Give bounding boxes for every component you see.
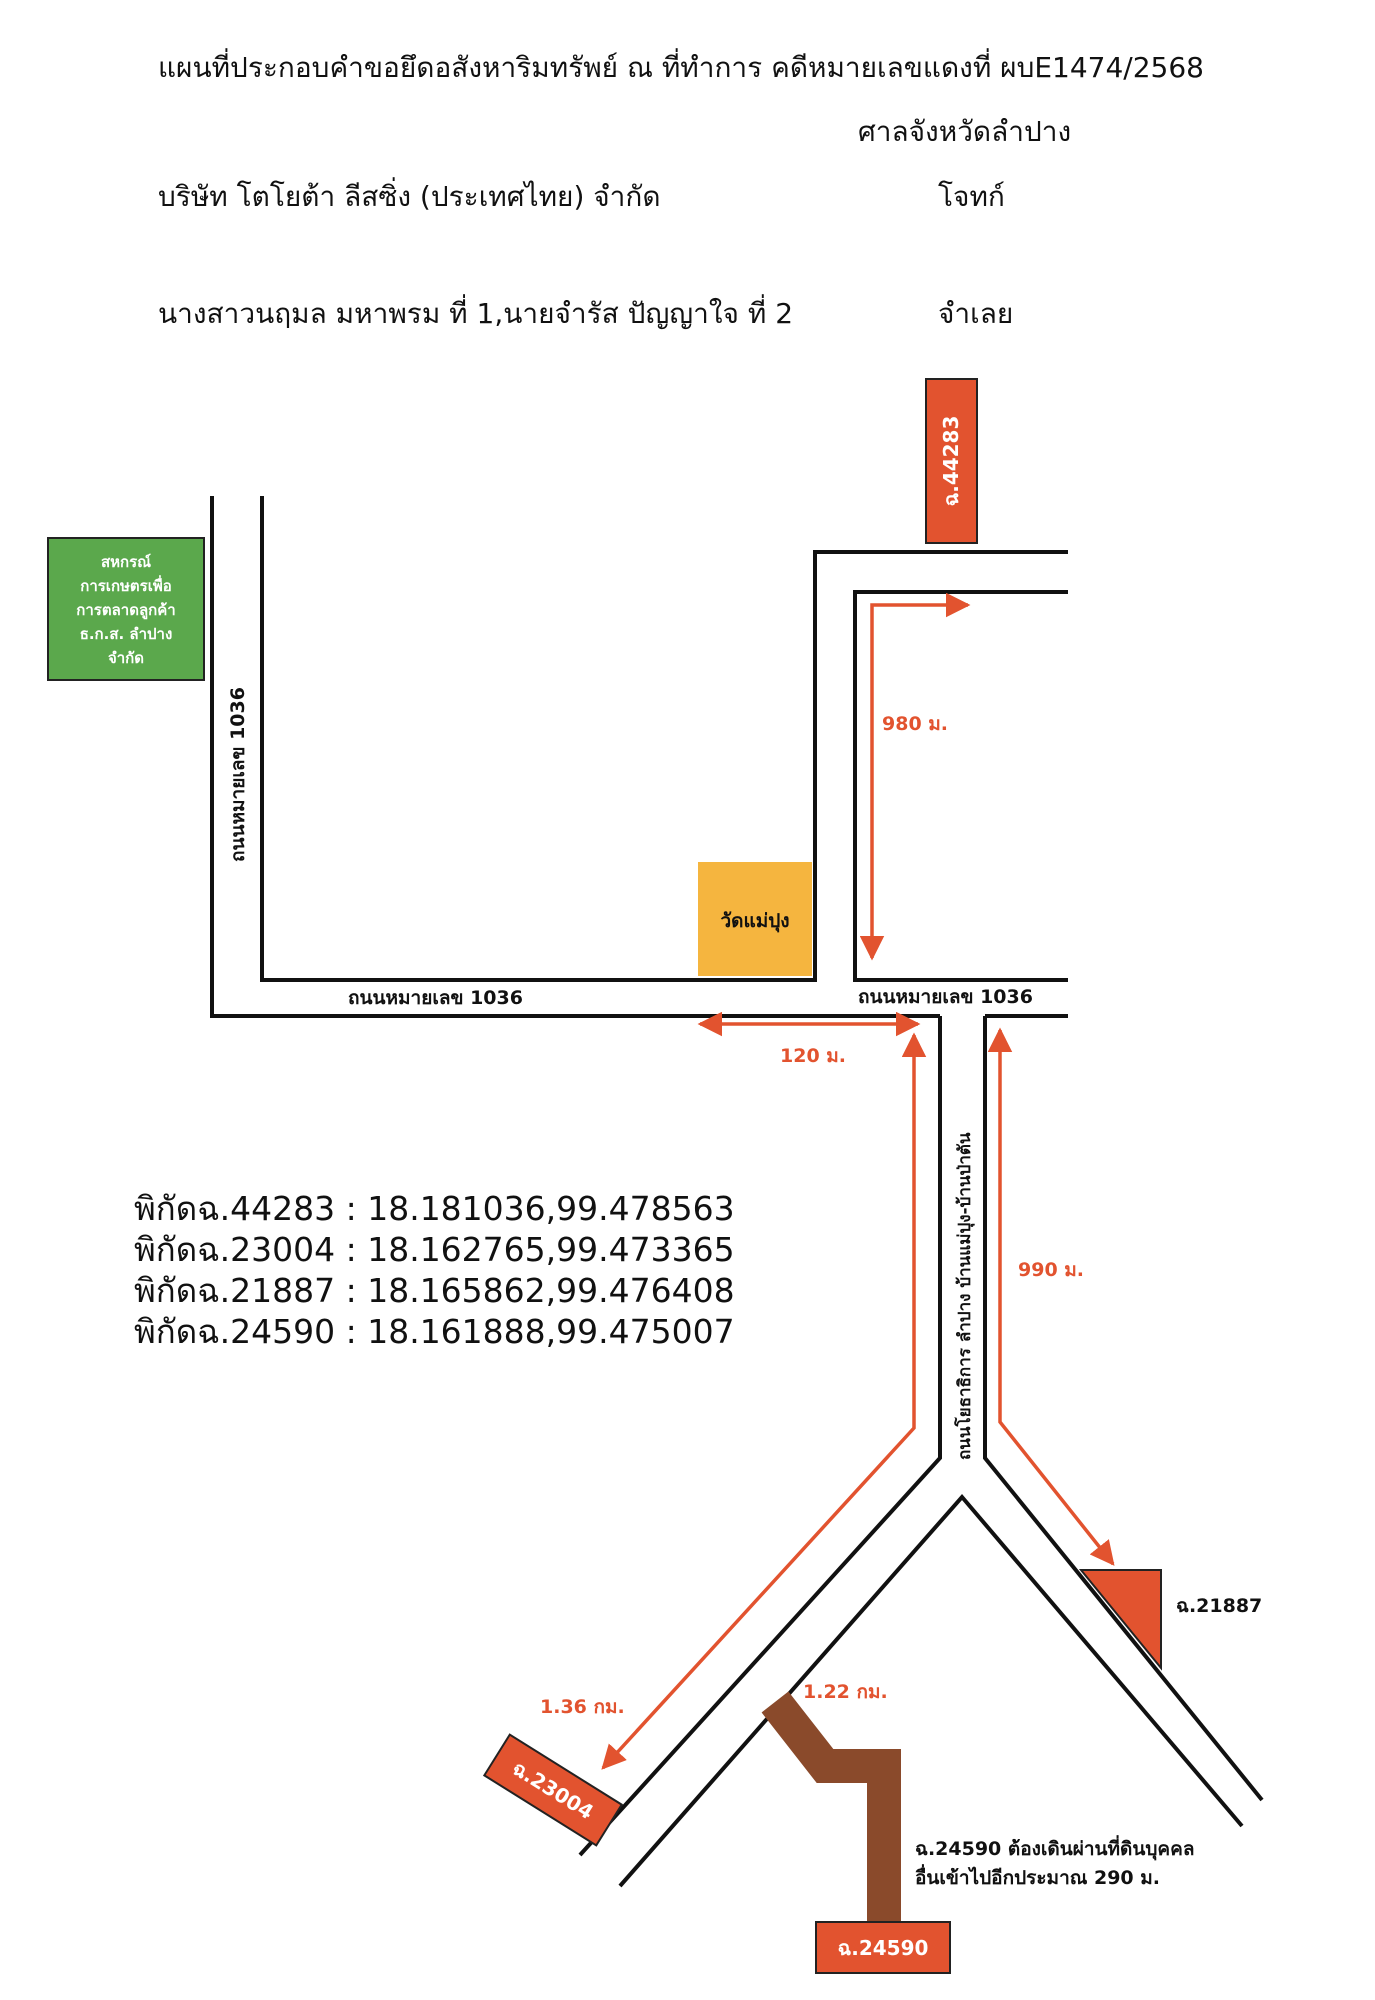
coop-label-line-1: สหกรณ์ [101, 553, 151, 571]
road-label-1036-west: ถนนหมายเลข 1036 [348, 987, 523, 1009]
plaintiff-role: โจทก์ [938, 180, 1005, 213]
coordinate-23004: พิกัดฉ.23004 : 18.162765,99.473365 [134, 1230, 735, 1269]
parcel-23004: ฉ.23004 [482, 1733, 624, 1847]
coordinate-44283: พิกัดฉ.44283 : 18.181036,99.478563 [134, 1189, 735, 1228]
parcel-label-44283: ฉ.44283 [939, 416, 963, 507]
coop-label-line-2: การเกษตรเพื่อ [80, 575, 171, 595]
coordinate-21887: พิกัดฉ.21887 : 18.165862,99.476408 [134, 1271, 735, 1310]
coordinate-24590: พิกัดฉ.24590 : 18.161888,99.475007 [134, 1312, 735, 1351]
defendant-role: จำเลย [938, 297, 1014, 330]
coop-landmark: สหกรณ์ การเกษตรเพื่อ การตลาดลูกค้า ธ.ก.ส… [47, 537, 205, 681]
map-title: แผนที่ประกอบคำขอยึดอสังหาริมทรัพย์ ณ ที่… [158, 51, 1204, 84]
access-note-line-1: ฉ.24590 ต้องเดินผ่านที่ดินบุคคล [915, 1835, 1195, 1861]
plaintiff-name: บริษัท โตโยต้า ลีสซิ่ง (ประเทศไทย) จำกัด [158, 180, 661, 213]
parcel-label-21887: ฉ.21887 [1176, 1595, 1262, 1617]
parcel-label-24590: ฉ.24590 [838, 1936, 929, 1960]
coop-label-line-4: ธ.ก.ส. ลำปาง [80, 625, 173, 643]
distance-arrows [601, 592, 1115, 1770]
distance-label-120m: 120 ม. [780, 1045, 846, 1067]
distance-label-980m: 980 ม. [882, 713, 948, 735]
distance-label-1220m: 1.22 กม. [803, 1681, 888, 1703]
parcel-24590: ฉ.24590 [815, 1921, 951, 1974]
road-1036-west-outer-edge [210, 496, 940, 1018]
distance-label-990m: 990 ม. [1018, 1259, 1084, 1281]
coop-label-line-3: การตลาดลูกค้า [76, 601, 175, 620]
road-1036-east-edge [853, 590, 1068, 982]
parcel-21887: ฉ.21887 [1078, 1569, 1262, 1671]
temple-label: วัดแม่ปุง [720, 910, 789, 933]
arrow-980m [859, 592, 971, 961]
access-path-24590 [761, 1691, 901, 1922]
road-1036-west-inner-edge [260, 496, 1068, 982]
road-label-1036-east: ถนนหมายเลข 1036 [858, 986, 1033, 1008]
road-label-1036-vertical: ถนนหมายเลข 1036 [227, 687, 249, 862]
court-name: ศาลจังหวัดลำปาง [858, 115, 1072, 148]
road-label-local: ถนนโยธาธิการ ลำปาง บ้านแม่ปุง-บ้านป่าตัน [954, 1132, 975, 1460]
arrow-990m [987, 1027, 1115, 1566]
coordinates-list: พิกัดฉ.44283 : 18.181036,99.478563 พิกัด… [134, 1188, 735, 1352]
temple-landmark: วัดแม่ปุง [698, 862, 812, 976]
parcel-44283: ฉ.44283 [925, 378, 978, 544]
local-road-right-edge [983, 1016, 1264, 1802]
coop-label-line-5: จำกัด [108, 649, 144, 667]
arrow-1360m [601, 1032, 927, 1770]
defendant-name: นางสาวนฤมล มหาพรม ที่ 1,นายจำรัส ปัญญาใจ… [158, 297, 794, 330]
access-note-line-2: อื่นเข้าไปอีกประมาณ 290 ม. [915, 1864, 1160, 1889]
local-road-fork-inner-edge [618, 1493, 1244, 1888]
distance-label-1360m: 1.36 กม. [540, 1696, 625, 1718]
